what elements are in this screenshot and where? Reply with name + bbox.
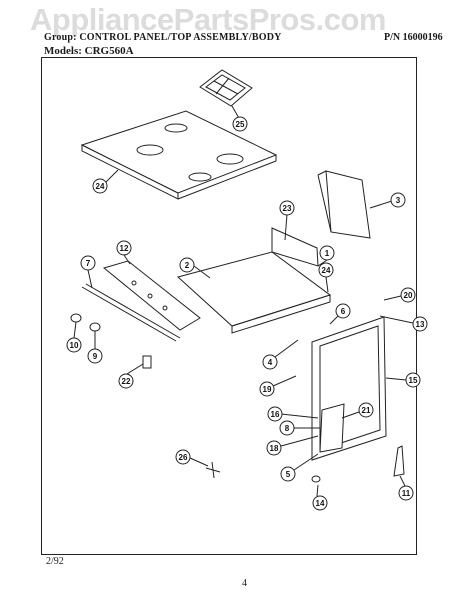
models-label: Models: CRG560A bbox=[44, 45, 134, 57]
fitting bbox=[205, 461, 221, 479]
svg-text:8: 8 bbox=[285, 424, 290, 433]
svg-text:9: 9 bbox=[93, 352, 98, 361]
svg-text:1: 1 bbox=[325, 249, 330, 258]
svg-text:23: 23 bbox=[283, 204, 292, 213]
cooktop bbox=[80, 110, 278, 200]
callout-1: 1 bbox=[317, 245, 335, 267]
knob-9 bbox=[89, 322, 101, 332]
callout-26: 25 bbox=[231, 105, 248, 132]
svg-text:24: 24 bbox=[322, 266, 331, 275]
callout-19: 11 bbox=[398, 475, 414, 501]
igniter-24 bbox=[142, 355, 152, 369]
callout-24-a: 23 bbox=[279, 200, 295, 241]
watermark: AppliancePartsPros.com bbox=[30, 2, 386, 37]
svg-text:2: 2 bbox=[185, 261, 190, 270]
manifold bbox=[81, 283, 181, 342]
svg-text:24: 24 bbox=[96, 182, 105, 191]
revision-date: 2/92 bbox=[46, 556, 64, 567]
callout-23: 24 bbox=[318, 262, 334, 293]
diagram-frame bbox=[41, 57, 417, 555]
control-panel bbox=[102, 260, 201, 331]
callout-18: 19 bbox=[259, 375, 297, 397]
callout-25: 24 bbox=[92, 169, 119, 194]
svg-text:7: 7 bbox=[86, 259, 91, 268]
svg-text:15: 15 bbox=[409, 376, 418, 385]
callout-4: 4 bbox=[262, 339, 299, 370]
svg-text:3: 3 bbox=[396, 196, 401, 205]
callout-14: 16 bbox=[267, 406, 319, 422]
callout-11: 13 bbox=[379, 315, 428, 332]
svg-text:11: 11 bbox=[402, 489, 411, 498]
callout-6: 6 bbox=[329, 303, 351, 325]
callout-7: 7 bbox=[80, 255, 96, 289]
svg-text:21: 21 bbox=[362, 406, 371, 415]
page-number: 4 bbox=[242, 578, 247, 589]
callout-12: 12 bbox=[116, 240, 132, 265]
callout-16: 14 bbox=[312, 484, 328, 511]
callout-3: 3 bbox=[369, 192, 406, 209]
group-title: Group: CONTROL PANEL/TOP ASSEMBLY/BODY bbox=[44, 32, 282, 43]
callout-22: 26 bbox=[175, 449, 209, 467]
callout-20: 20 bbox=[383, 287, 416, 303]
svg-text:16: 16 bbox=[271, 410, 280, 419]
callout-24-b: 22 bbox=[118, 363, 144, 389]
svg-text:25: 25 bbox=[236, 120, 245, 129]
callout-10: 10 bbox=[66, 321, 82, 353]
svg-text:19: 19 bbox=[263, 385, 272, 394]
callout-15: 18 bbox=[266, 435, 319, 456]
svg-text:26: 26 bbox=[179, 453, 188, 462]
callout-5: 5 bbox=[280, 453, 319, 482]
svg-text:18: 18 bbox=[270, 444, 279, 453]
knob-10 bbox=[70, 313, 82, 323]
part-number: P/N 16000196 bbox=[384, 32, 443, 43]
callout-8: 8 bbox=[279, 420, 320, 436]
svg-text:6: 6 bbox=[341, 307, 346, 316]
svg-text:5: 5 bbox=[286, 470, 291, 479]
bracket bbox=[393, 445, 405, 477]
svg-text:14: 14 bbox=[316, 499, 325, 508]
control-box bbox=[319, 403, 345, 453]
back-panel bbox=[317, 170, 371, 239]
svg-text:12: 12 bbox=[120, 244, 129, 253]
callout-21: 21 bbox=[341, 402, 374, 419]
callout-13: 15 bbox=[385, 372, 421, 388]
svg-text:4: 4 bbox=[268, 358, 273, 367]
svg-text:13: 13 bbox=[416, 320, 425, 329]
top-panel bbox=[176, 251, 332, 334]
svg-text:22: 22 bbox=[122, 377, 131, 386]
callout-9: 9 bbox=[87, 331, 103, 364]
svg-text:20: 20 bbox=[404, 291, 413, 300]
svg-text:10: 10 bbox=[70, 341, 79, 350]
grate bbox=[199, 69, 253, 107]
foot bbox=[311, 475, 321, 483]
callout-2: 2 bbox=[179, 257, 211, 279]
